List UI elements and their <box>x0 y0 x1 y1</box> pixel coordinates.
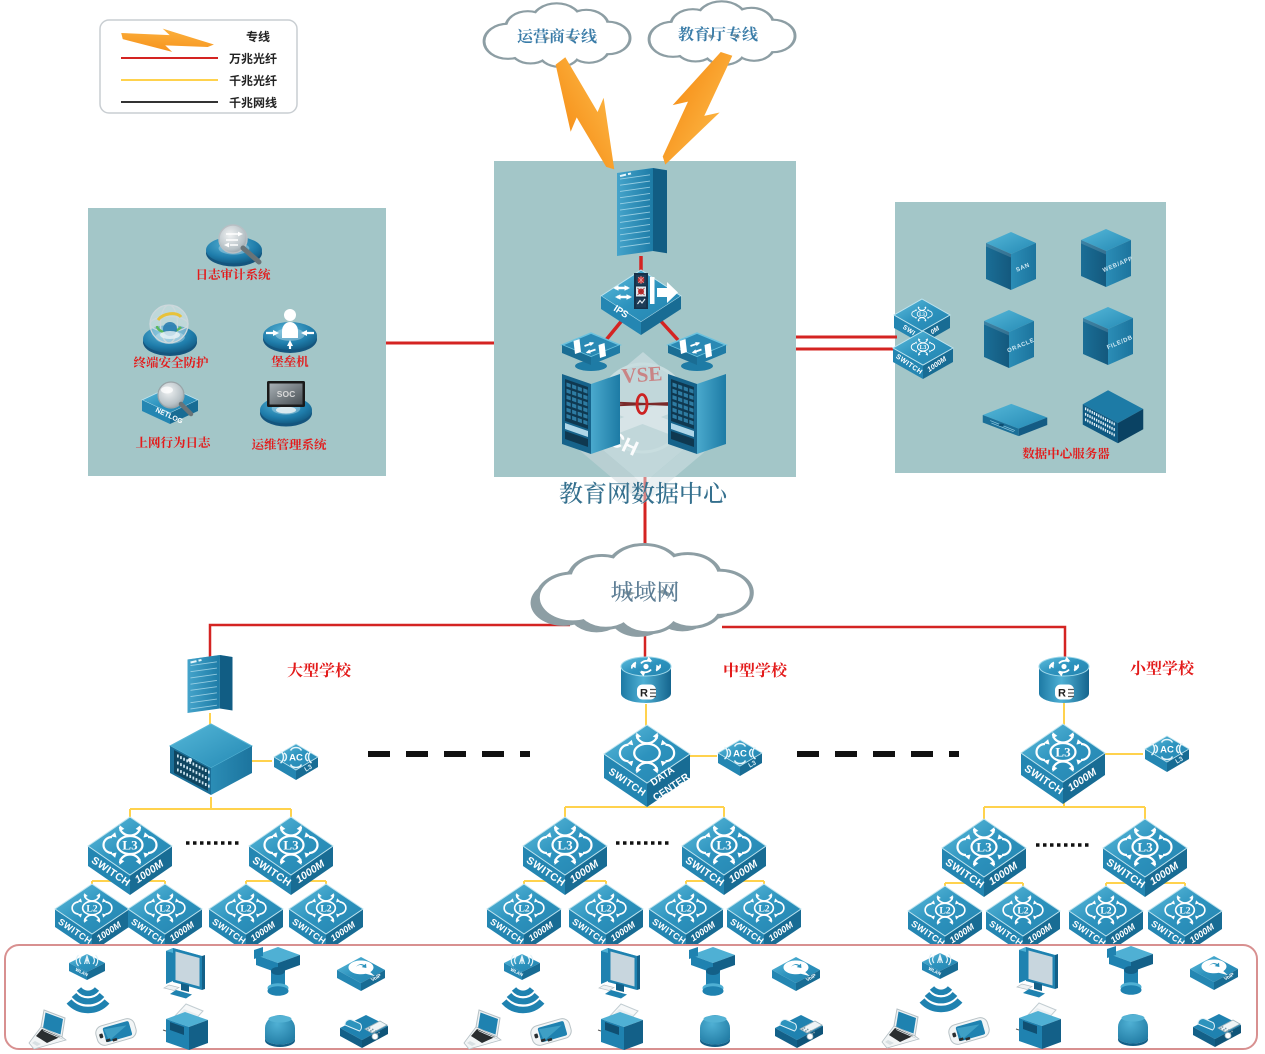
svg-text:WLAN: WLAN <box>510 967 524 977</box>
svg-text:AC: AC <box>1160 745 1174 756</box>
svg-text:L2: L2 <box>680 903 691 914</box>
svg-text:L3: L3 <box>1055 745 1071 760</box>
svg-text:SAN: SAN <box>1015 262 1031 273</box>
svg-text:AC: AC <box>733 749 747 760</box>
svg-text:SOC: SOC <box>277 389 295 399</box>
svg-text:AC: AC <box>289 753 303 764</box>
svg-text:WLAN: WLAN <box>75 967 89 977</box>
svg-text:L2: L2 <box>1100 905 1111 916</box>
svg-text:R: R <box>1058 688 1066 700</box>
svg-text:L2: L2 <box>758 903 769 914</box>
svg-text:R: R <box>640 688 648 700</box>
svg-text:VSE: VSE <box>621 361 663 388</box>
svg-text:L2: L2 <box>600 903 611 914</box>
svg-text:L3: L3 <box>303 763 313 773</box>
svg-text:L2: L2 <box>86 903 97 914</box>
svg-text:L3: L3 <box>122 838 138 853</box>
svg-text:L2: L2 <box>159 903 170 914</box>
svg-text:L2: L2 <box>240 903 251 914</box>
svg-text:L3: L3 <box>920 345 927 351</box>
svg-text:L3: L3 <box>1174 755 1184 765</box>
svg-text:0M: 0M <box>929 325 941 336</box>
svg-text:L3: L3 <box>283 838 299 853</box>
svg-text:L2: L2 <box>1017 905 1028 916</box>
svg-text:VoIP: VoIP <box>1223 972 1236 983</box>
svg-text:VoIP: VoIP <box>370 973 383 984</box>
svg-text:L3: L3 <box>919 313 925 318</box>
svg-text:L3: L3 <box>976 840 992 855</box>
svg-text:WLAN: WLAN <box>928 966 942 976</box>
svg-text:VoIP: VoIP <box>805 973 818 984</box>
svg-text:L3: L3 <box>557 838 573 853</box>
svg-text:L3: L3 <box>747 759 757 769</box>
svg-text:L2: L2 <box>518 903 529 914</box>
svg-text:L3: L3 <box>1137 840 1153 855</box>
svg-text:L2: L2 <box>939 905 950 916</box>
svg-text:L2: L2 <box>1179 905 1190 916</box>
svg-text:L2: L2 <box>320 903 331 914</box>
svg-text:L3: L3 <box>716 838 732 853</box>
